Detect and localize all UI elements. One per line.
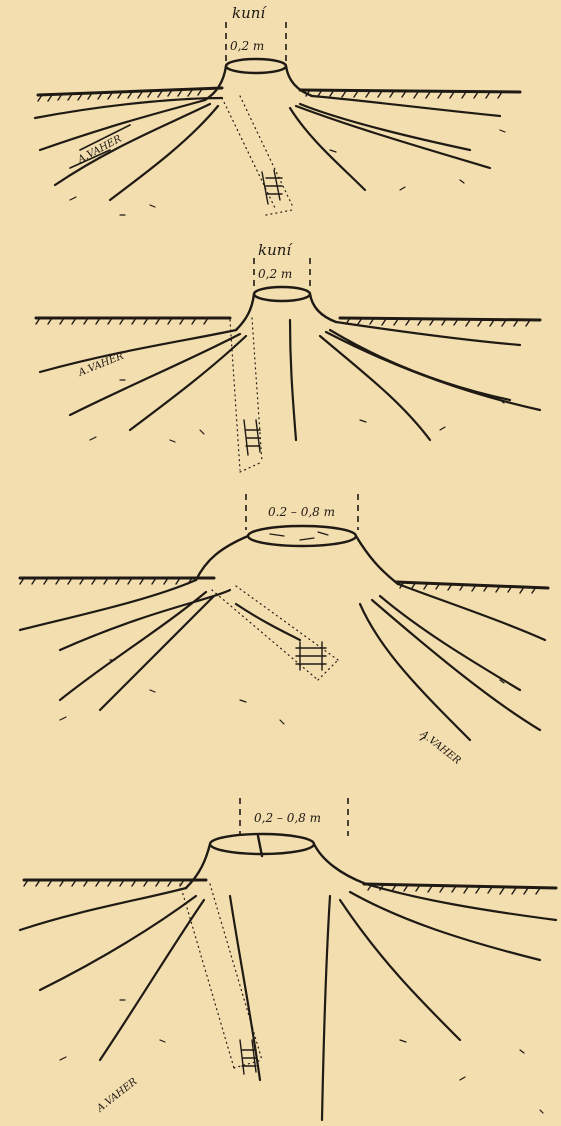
panel-3-stump-top: [248, 526, 356, 546]
panel-2-soil: [90, 380, 504, 442]
panel-3-stump-rings: [270, 532, 328, 540]
panel-1-saw: [262, 170, 282, 204]
panel-1-trench: [222, 96, 292, 215]
panel-3: 0.2 – 0,8 m A.VAHER: [20, 494, 548, 767]
panel-3-trench: [212, 586, 338, 680]
panel-2-signature: A.VAHER: [76, 351, 126, 380]
panel-3-signature: A.VAHER: [417, 728, 463, 767]
panel-4-ground-line: [24, 880, 556, 888]
panel-4-roots-left: [20, 888, 260, 1080]
panel-3-roots-left: [20, 580, 300, 710]
panel-1-top-label: kuní: [232, 4, 267, 22]
panel-4-soil: [60, 1000, 543, 1113]
panel-3-ground-line: [20, 578, 548, 588]
panel-3-size-label: 0.2 – 0,8 m: [268, 505, 335, 519]
panel-1-roots-left: [35, 98, 222, 200]
panel-2-size-label: 0,2 m: [258, 267, 292, 281]
panel-2: kuní 0,2 m A.VAHER: [36, 241, 540, 472]
panel-4-signature: A.VAHER: [94, 1076, 140, 1115]
panel-2-trench: [230, 318, 262, 472]
panel-1-stump-body: [205, 66, 312, 100]
panel-4: 0,2 – 0,8 m A.VAHER: [20, 798, 556, 1120]
panel-3-saw: [296, 642, 326, 670]
panel-2-top-label: kuní: [258, 241, 293, 259]
panel-2-roots-right: [320, 322, 540, 440]
panel-1-roots-right: [290, 96, 500, 190]
panel-4-size-label: 0,2 – 0,8 m: [254, 811, 321, 825]
panel-1-stump-top: [226, 59, 286, 73]
panel-3-soil: [60, 660, 504, 740]
panel-4-saw: [240, 1040, 256, 1074]
panel-4-stump-body: [186, 844, 366, 888]
panel-3-stump-body: [196, 536, 398, 584]
panel-2-stump-body: [236, 294, 336, 330]
panel-2-stump-top: [254, 287, 310, 301]
panel-1-ground-line: [38, 88, 520, 95]
panel-1-size-label: 0,2 m: [230, 39, 264, 53]
panel-4-trench: [180, 884, 262, 1068]
panel-1: kuní 0,2 m A.VAHER: [35, 4, 520, 215]
panel-3-roots-right: [360, 584, 545, 740]
panel-4-roots-right: [322, 884, 556, 1120]
panel-2-roots-left: [40, 320, 296, 440]
panel-2-saw: [244, 420, 260, 455]
